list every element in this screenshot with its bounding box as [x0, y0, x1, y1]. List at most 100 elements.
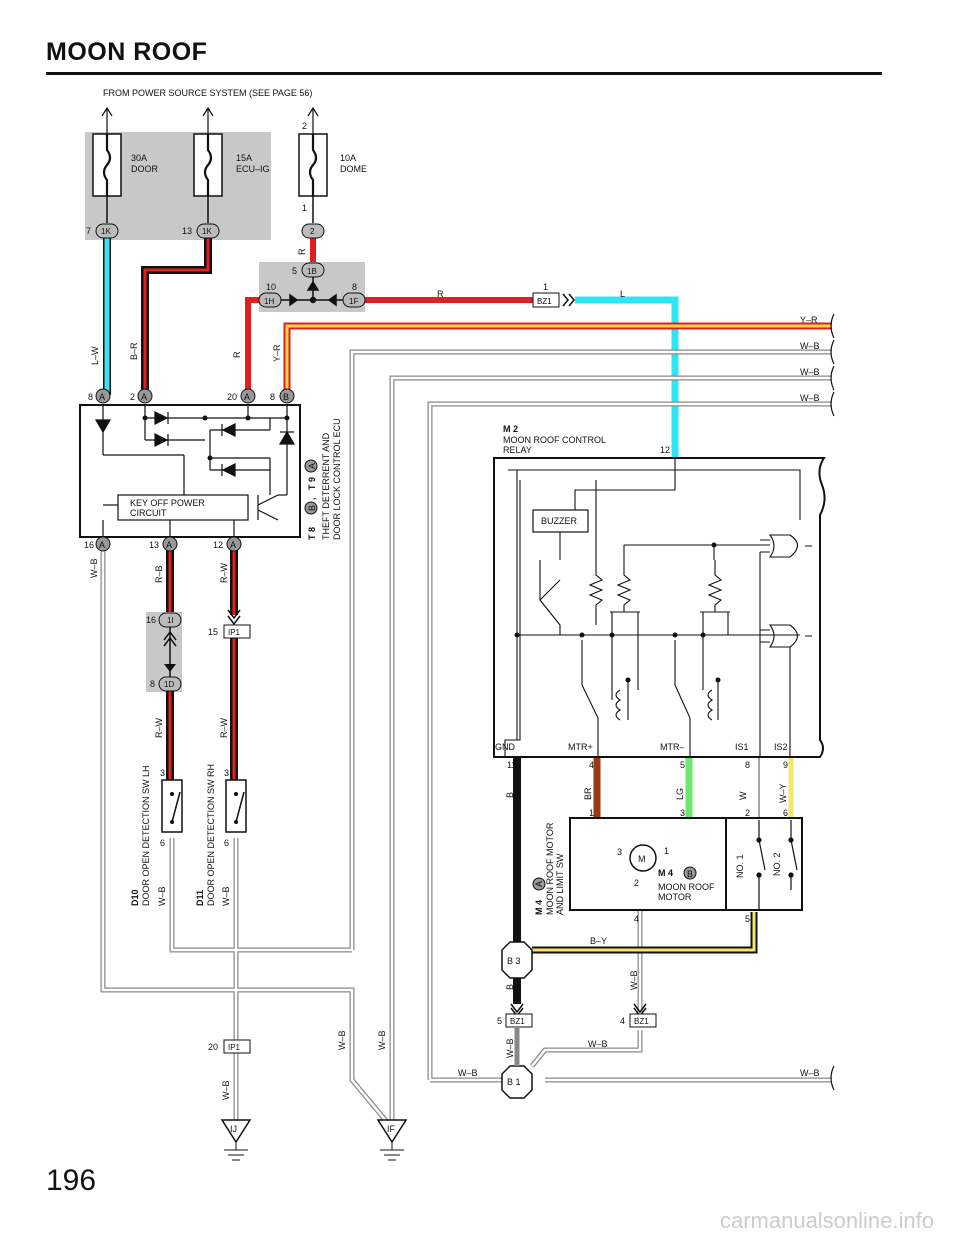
motor-name-b2: MOTOR: [658, 892, 692, 902]
motor-cb: B: [687, 869, 693, 879]
label-yr-ecu: Y–R: [272, 344, 282, 362]
splice-b1: [501, 1065, 533, 1099]
limit-pin2: 2: [745, 808, 750, 818]
conn-1k-b: 1K: [202, 227, 212, 236]
fuse-door-amps: 30A: [131, 153, 147, 163]
label-wb-1: W–B: [800, 341, 820, 351]
conn-1d-pin: 8: [150, 679, 155, 689]
ground-ij: [220, 1119, 252, 1161]
bz1-pin: 1: [543, 282, 548, 292]
switch-d10: [161, 779, 183, 833]
conn-1b-pin: 5: [292, 266, 297, 276]
motor-symbol: [629, 844, 657, 872]
ecu-bpin-3: 12: [213, 540, 223, 550]
conn-ip1-b-pin: 20: [208, 1042, 218, 1052]
ecu-pin-4: 8: [270, 392, 275, 402]
relay-pin-mtrp: 4: [589, 760, 594, 770]
ecu-name-2: DOOR LOCK CONTROL ECU: [332, 418, 342, 540]
fuse-dome-pin2: 2: [302, 121, 307, 131]
label-r-dome: R: [297, 248, 307, 255]
ecu-id-2: T 9: [307, 477, 317, 490]
fuse-dome-name: DOME: [340, 164, 367, 174]
conn-ip1-b: IP1: [228, 1043, 241, 1052]
relay-term-is1: IS1: [735, 742, 749, 752]
d10-pin3: 3: [160, 768, 165, 778]
title-rule: [46, 72, 882, 75]
relay-pin-is2: 9: [783, 760, 788, 770]
label-w-is1: W: [738, 791, 748, 800]
relay-term-mtrp: MTR+: [568, 742, 593, 752]
ecu-bpin-c-3: A: [230, 540, 236, 550]
motor-m: M: [638, 854, 646, 864]
conn-2: 2: [310, 227, 315, 236]
label-rb: R–B: [154, 565, 164, 583]
wires: [100, 238, 832, 1130]
motor-pin1b: 1: [664, 846, 669, 856]
label-wb-bz1: W–B: [505, 1038, 515, 1058]
motor-m4b: M 4: [658, 868, 673, 878]
conn-1k-a-pin: 7: [86, 226, 91, 236]
bz1-lower-a: BZ1: [510, 1017, 525, 1026]
relay-box: [493, 457, 826, 758]
relay-pin12: 12: [660, 445, 670, 455]
motor-m4a: M 4: [534, 900, 544, 915]
conn-ip1-a: IP1: [228, 628, 241, 637]
label-lw: L–W: [90, 346, 100, 365]
label-wy: W–Y: [778, 783, 788, 803]
bz1-lower-a-pin: 5: [497, 1016, 502, 1026]
motor-pin4: 4: [634, 914, 639, 924]
label-rw-ecu12: R–W: [219, 562, 229, 583]
ecu-sep: ,: [307, 497, 317, 500]
relay-term-gnd: GND: [495, 742, 516, 752]
bz1-connector: [532, 292, 560, 308]
label-wb-if1: W–B: [337, 1030, 347, 1050]
label-rw-d10: R–W: [154, 717, 164, 738]
ground-if: [376, 1119, 408, 1161]
ecu-id-1: T 8: [307, 527, 317, 540]
label-wb-ecu16: W–B: [89, 558, 99, 578]
switch-d11: [225, 779, 247, 833]
conn-1i-pin: 16: [146, 615, 156, 625]
key-off-power-text-2: CIRCUIT: [130, 508, 167, 518]
buzzer-label: BUZZER: [541, 516, 578, 526]
ecu-name-1: THEFT DETERRENT AND: [321, 432, 331, 540]
conn-1f-pin: 8: [352, 282, 357, 292]
label-yr: Y–R: [800, 315, 818, 325]
fuse-ecu-name: ECU–IG: [236, 164, 270, 174]
watermark: carmanualsonline.info: [719, 1208, 934, 1233]
ecu-bpin-2: 13: [149, 540, 159, 550]
label-wb-m: W–B: [629, 970, 639, 990]
ecu-pin-2: 2: [130, 392, 135, 402]
motor-pin3: 3: [680, 808, 685, 818]
relay-pin-is1: 8: [745, 760, 750, 770]
ecu-c-2: A: [307, 463, 317, 469]
ecu-internals: [94, 405, 296, 537]
splice-b1-label: B 1: [507, 1077, 521, 1087]
relay-id: M 2: [503, 424, 518, 434]
d10-id: D10: [130, 889, 140, 906]
bz1-lower-b-pin: 4: [620, 1016, 625, 1026]
fuse-dome: [298, 133, 328, 197]
d11-name: DOOR OPEN DETECTION SW RH: [206, 764, 216, 906]
motor-ca: A: [534, 881, 544, 887]
label-wb-b1: W–B: [588, 1039, 608, 1049]
d10-name: DOOR OPEN DETECTION SW LH: [141, 765, 151, 906]
d10-pin6: 6: [160, 838, 165, 848]
label-b-gnd: B: [505, 792, 515, 798]
limit-pin6: 6: [783, 808, 788, 818]
splice-b3-label: B 3: [507, 956, 521, 966]
label-wb-d11: W–B: [221, 886, 231, 906]
label-l: L: [620, 289, 625, 299]
ecu-pin-c-1: A: [99, 392, 105, 402]
page-number: 196: [46, 1164, 97, 1197]
relay-term-is2: IS2: [774, 742, 788, 752]
relay-name-2: RELAY: [503, 445, 532, 455]
limit-no1: NO. 1: [735, 854, 745, 878]
ground-if-label: IF: [387, 1124, 396, 1134]
motor-name-a2: AND LIMIT SW: [555, 853, 565, 915]
ecu-pin-3: 20: [227, 392, 237, 402]
fuse-door-name: DOOR: [131, 164, 159, 174]
label-b-b3: B: [505, 984, 515, 990]
ecu-pin-1: 8: [88, 392, 93, 402]
motor-pin2: 2: [634, 878, 639, 888]
